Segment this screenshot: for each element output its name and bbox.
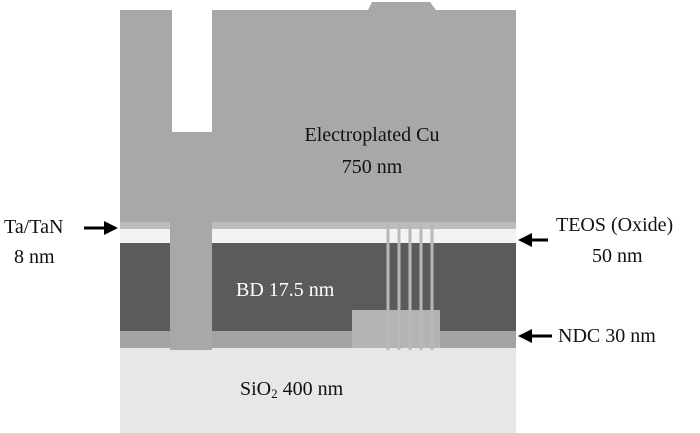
- ndc-label: NDC 30 nm: [558, 325, 656, 347]
- tatan-name-label: Ta/TaN: [4, 216, 64, 238]
- via-right-pad: [352, 310, 440, 348]
- via-lines: [386, 222, 434, 350]
- arrow-tatan: [84, 221, 118, 235]
- sio2-layer: [120, 347, 516, 433]
- tatan-layer: [120, 222, 516, 229]
- arrow-ndc: [518, 329, 552, 343]
- tatan-thickness-label: 8 nm: [14, 246, 55, 268]
- teos-name-label: TEOS (Oxide): [556, 214, 674, 236]
- cu-thickness-label: 750 nm: [341, 156, 403, 178]
- teos-layer: [120, 229, 516, 243]
- arrow-teos: [518, 233, 548, 247]
- copper-layer: [120, 2, 516, 222]
- teos-thickness-label: 50 nm: [592, 245, 643, 267]
- bd-label: BD 17.5 nm: [236, 279, 335, 301]
- copper-cavity: [172, 10, 212, 132]
- via-left: [170, 222, 212, 350]
- cu-name-label: Electroplated Cu: [304, 124, 440, 146]
- sio2-label: SiO2 400 nm: [240, 378, 344, 401]
